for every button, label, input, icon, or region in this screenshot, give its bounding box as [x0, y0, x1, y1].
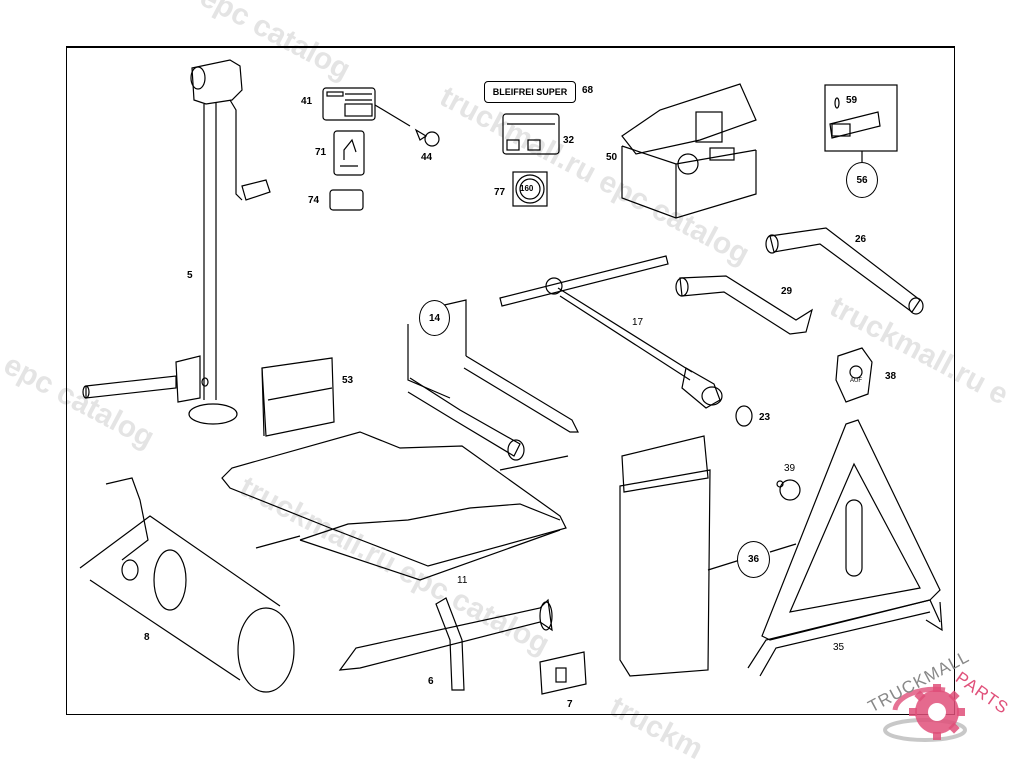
callout-44[interactable]: 44 [421, 152, 433, 163]
callout-26[interactable]: 26 [855, 234, 867, 245]
diagram-frame [66, 46, 955, 715]
t-wrench-drawing [499, 255, 753, 427]
callout-74[interactable]: 74 [308, 195, 320, 206]
bulb-box-drawing [621, 83, 757, 219]
holder-drawing [261, 357, 335, 437]
fuse-drawing [824, 84, 898, 162]
callout-68[interactable]: 68 [582, 85, 594, 96]
callout-8[interactable]: 8 [144, 632, 150, 643]
plug-drawing [776, 479, 801, 501]
callout-53[interactable]: 53 [342, 375, 354, 386]
callout-41[interactable]: 41 [301, 96, 313, 107]
filler-cap-text: AUF [850, 378, 862, 384]
callout-59[interactable]: 59 [846, 95, 858, 106]
callout-32[interactable]: 32 [563, 135, 575, 146]
callout-7[interactable]: 7 [567, 699, 573, 710]
screwdriver-drawing [407, 299, 579, 461]
warning-triangle-drawing [747, 419, 943, 677]
callout-11[interactable]: 11 [457, 575, 468, 586]
parts-drawing [79, 59, 943, 695]
callout-39[interactable]: 39 [784, 463, 796, 474]
wheel-wrenches-drawing [675, 227, 924, 335]
callout-5[interactable]: 5 [187, 270, 193, 281]
callout-77[interactable]: 77 [494, 187, 506, 198]
towing-tool-drawing [338, 597, 553, 691]
fuel-type-sticker: BLEIFREI SUPER [484, 81, 576, 103]
speed-badge-text: 160 [520, 184, 534, 193]
callout-17[interactable]: 17 [632, 317, 644, 328]
labels-drawing [322, 87, 560, 211]
callout-38[interactable]: 38 [885, 371, 897, 382]
callout-6[interactable]: 6 [428, 676, 434, 687]
sticker-text: BLEIFREI SUPER [492, 87, 568, 97]
filler-cap-drawing [835, 347, 873, 403]
callout-71[interactable]: 71 [315, 147, 327, 158]
callout-36[interactable]: 36 [737, 541, 770, 578]
callout-35[interactable]: 35 [833, 642, 845, 653]
jack-drawing [82, 59, 271, 425]
clip-drawing [539, 651, 587, 695]
callout-56[interactable]: 56 [846, 162, 878, 198]
callout-14[interactable]: 14 [419, 300, 450, 336]
truckmallparts-logo: TRUCKMALL PARTS [855, 647, 1024, 750]
triangle-case-drawing [619, 435, 797, 677]
callout-50[interactable]: 50 [606, 152, 618, 163]
tool-roll-drawing [221, 431, 569, 581]
gear-icon [883, 684, 967, 742]
callout-29[interactable]: 29 [781, 286, 793, 297]
tool-bag-drawing [79, 477, 295, 693]
callout-23[interactable]: 23 [759, 412, 771, 423]
